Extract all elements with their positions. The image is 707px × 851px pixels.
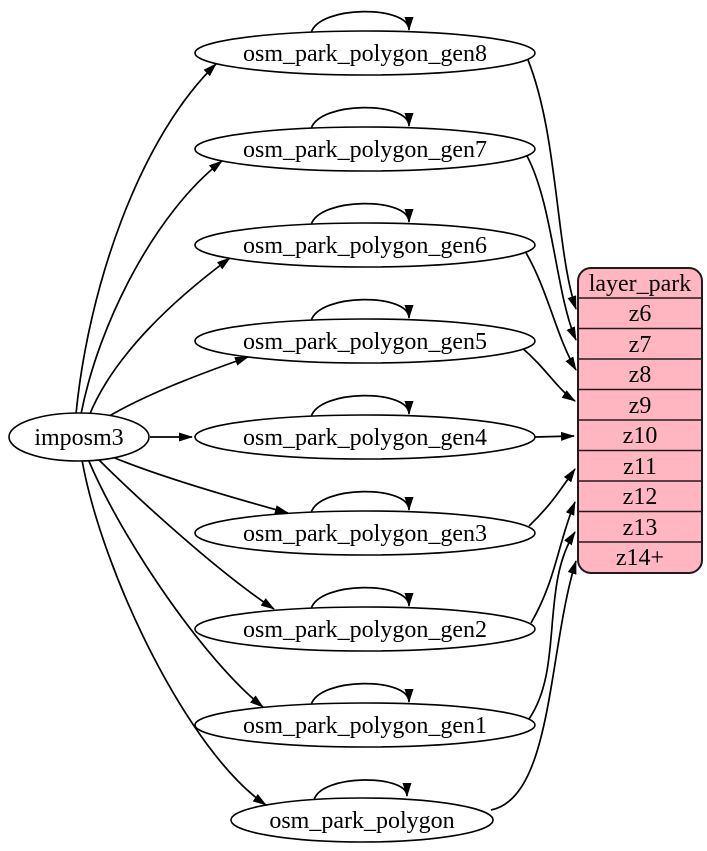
node-osm_park_polygon: osm_park_polygon [230,797,494,843]
edge-polygon-to-z14plus [490,560,577,811]
gen1-ellipse [194,702,536,748]
node-osm_park_polygon_gen2: osm_park_polygon_gen2 [194,606,536,652]
gen2-label: osm_park_polygon_gen2 [243,617,487,643]
row-z7: z7 [629,332,652,358]
edge-imposm3-to-polygon [81,459,267,806]
node-osm_park_polygon_gen6: osm_park_polygon_gen6 [194,222,536,268]
row-z9: z9 [629,393,652,419]
imposm3-ellipse [8,412,150,462]
self-loop-gen6 [310,202,414,226]
self-loop-polygon [313,779,412,801]
edge-imposm3-to-gen1 [87,458,264,708]
gen5-label: osm_park_polygon_gen5 [243,329,487,355]
gen8-ellipse [194,30,536,76]
self-loop-gen1 [310,682,414,706]
row-z14plus: z14+ [616,545,664,571]
edge-imposm3-to-gen5 [100,356,249,422]
layer-park-title: layer_park [589,271,692,297]
self-loop-gen4 [310,394,414,418]
edge-gen5-to-z9 [520,346,576,402]
edge-gen2-to-z12 [530,501,576,624]
gen6-label: osm_park_polygon_gen6 [243,233,487,259]
row-z12: z12 [623,484,658,510]
edge-gen4-to-z10 [534,431,575,441]
row-z8: z8 [629,362,652,388]
gen7-label: osm_park_polygon_gen7 [243,137,487,163]
node-osm_park_polygon_gen3: osm_park_polygon_gen3 [194,510,536,556]
gen3-label: osm_park_polygon_gen3 [243,521,487,547]
edge-imposm3-to-gen3 [102,452,289,514]
gen6-ellipse [194,222,536,268]
edge-gen7-to-z7 [526,155,577,341]
nodes: imposm3 osm_park_polygon_gen8 osm_park_p… [8,30,536,843]
gen2-ellipse [194,606,536,652]
polygon-label: osm_park_polygon [269,808,454,834]
self-loop-gen7 [310,106,414,130]
gen8-label: osm_park_polygon_gen8 [243,41,487,67]
polygon-ellipse [230,797,494,843]
node-imposm3: imposm3 [8,412,150,462]
self-loop-gen3 [310,490,414,514]
self-loop-gen5 [310,298,414,322]
layer-park-table: layer_park z6 z7 z8 z9 z10 z11 z12 z13 z… [577,267,703,574]
row-z13: z13 [623,515,658,541]
edges [75,10,577,811]
edge-imposm3-to-gen6 [88,257,231,417]
gen7-ellipse [194,126,536,172]
gen5-ellipse [194,318,536,364]
edge-imposm3-to-gen7 [80,160,223,415]
node-osm_park_polygon_gen1: osm_park_polygon_gen1 [194,702,536,748]
self-loop-gen2 [310,586,414,610]
node-osm_park_polygon_gen5: osm_park_polygon_gen5 [194,318,536,364]
node-osm_park_polygon_gen8: osm_park_polygon_gen8 [194,30,536,76]
edge-gen8-to-z6 [527,59,577,310]
row-z10: z10 [623,423,658,449]
node-osm_park_polygon_gen4: osm_park_polygon_gen4 [194,414,536,460]
edge-gen1-to-z13 [528,531,576,720]
edge-imposm3-to-gen2 [95,456,275,610]
gen3-ellipse [194,510,536,556]
edge-imposm3-to-gen8 [75,63,217,415]
edge-gen6-to-z8 [524,250,577,371]
edge-gen3-to-z11 [528,468,576,527]
row-z11: z11 [623,454,657,480]
gen1-label: osm_park_polygon_gen1 [243,713,487,739]
imposm3-label: imposm3 [34,425,123,451]
gen4-ellipse [194,414,536,460]
gen4-label: osm_park_polygon_gen4 [243,425,487,451]
node-osm_park_polygon_gen7: osm_park_polygon_gen7 [194,126,536,172]
row-z6: z6 [629,301,652,327]
self-loop-gen8 [310,10,414,34]
